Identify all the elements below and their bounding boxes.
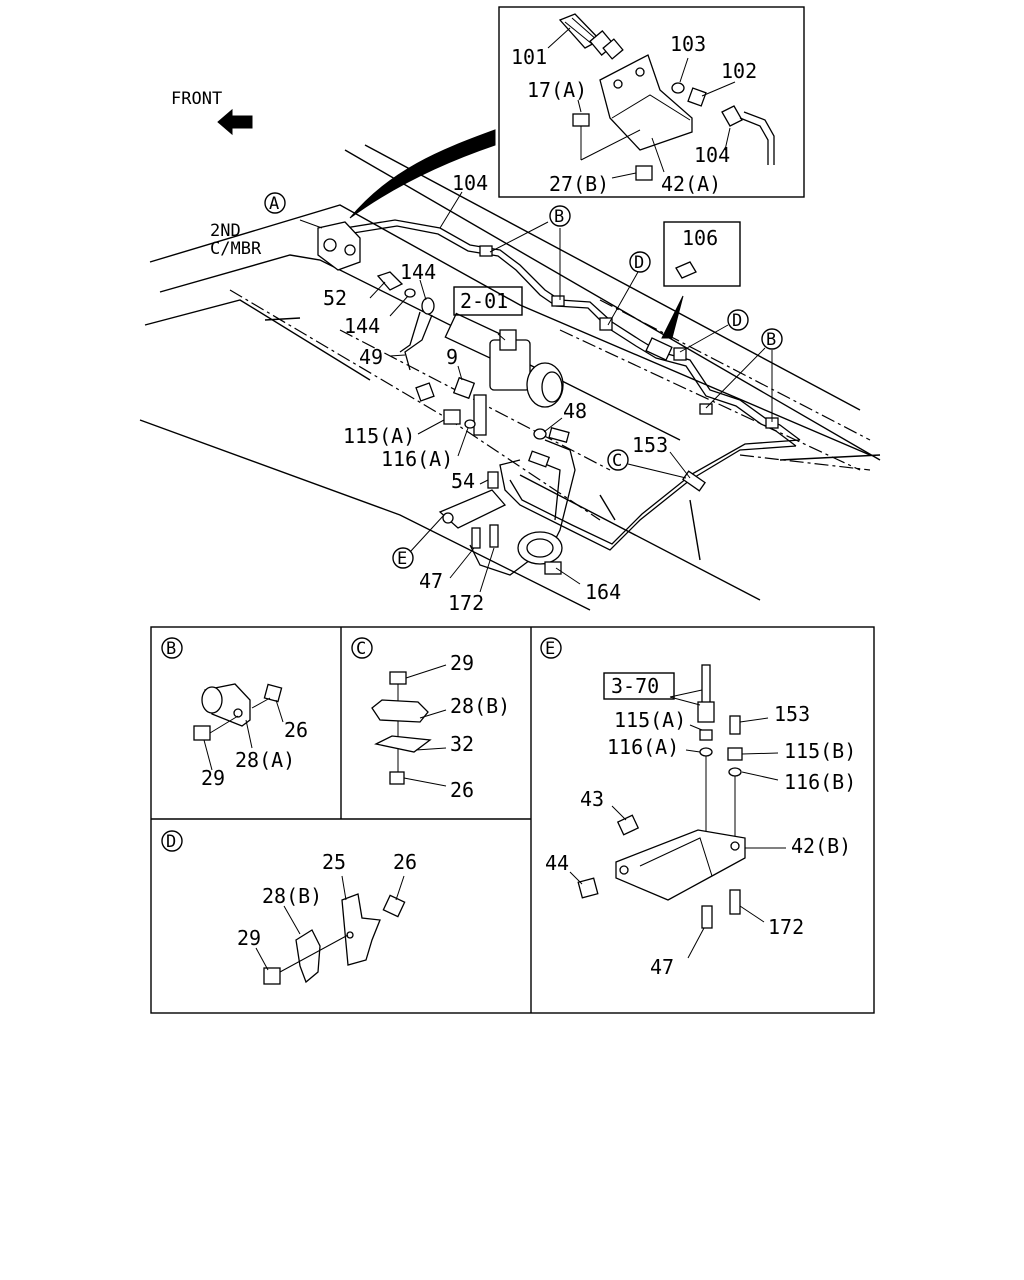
label-153: 153	[632, 433, 668, 457]
label-9: 9	[446, 345, 458, 369]
callout-b-2: B	[766, 330, 776, 350]
panel-d-label-26: 26	[393, 850, 417, 874]
leader-lines-main	[369, 191, 773, 593]
front-label: FRONT	[171, 89, 222, 109]
callout-circles	[161, 192, 783, 852]
ref-3-70-text: 3-70	[611, 674, 659, 698]
panel-e-label-47: 47	[650, 955, 674, 979]
detail-panels-frame	[150, 626, 875, 1014]
ref-2-01-text: 2-01	[460, 289, 508, 313]
callout-b-1: B	[554, 207, 564, 227]
leader-arrow	[349, 129, 496, 219]
label-164: 164	[585, 580, 621, 604]
panel-b-label-28a: 28(A)	[235, 748, 295, 772]
panel-b	[193, 683, 284, 771]
panel-b-label-26: 26	[284, 718, 308, 742]
panel-e-label-116a: 116(A)	[607, 735, 679, 759]
bracket-e	[438, 489, 507, 529]
label-102: 102	[721, 59, 757, 83]
panel-c-label-26: 26	[450, 778, 474, 802]
panel-c	[371, 664, 447, 787]
label-144-bottom: 144	[344, 314, 380, 338]
label-47: 47	[419, 569, 443, 593]
callout-d-2: D	[732, 311, 742, 331]
callout-c: C	[612, 451, 622, 471]
panel-b-tag: B	[166, 639, 176, 659]
label-115a: 115(A)	[343, 424, 415, 448]
label-17a: 17(A)	[527, 78, 587, 102]
panel-e-label-172: 172	[768, 915, 804, 939]
label-103: 103	[670, 32, 706, 56]
panel-d-tag: D	[166, 832, 176, 852]
ref-106-text: 106	[682, 226, 718, 250]
label-101: 101	[511, 45, 547, 69]
label-104-inset: 104	[694, 143, 730, 167]
label-104: 104	[452, 171, 488, 195]
panel-c-label-32: 32	[450, 732, 474, 756]
panel-e-tag: E	[545, 639, 555, 659]
panel-e-label-43: 43	[580, 787, 604, 811]
panel-d-label-28b: 28(B)	[262, 884, 322, 908]
bracket-a	[317, 221, 361, 271]
member-label-line1: 2ND	[210, 221, 241, 241]
panel-e-label-115b: 115(B)	[784, 739, 856, 763]
panel-e	[569, 664, 786, 959]
panel-e-label-42b: 42(B)	[791, 834, 851, 858]
bolt-52	[376, 271, 404, 291]
ref-box-3-70	[603, 672, 675, 700]
label-42a: 42(A)	[661, 172, 721, 196]
label-27b: 27(B)	[549, 172, 609, 196]
callout-d-1: D	[634, 253, 644, 273]
label-48: 48	[563, 399, 587, 423]
inset-a-detail	[498, 6, 805, 198]
panel-d-label-25: 25	[322, 850, 346, 874]
label-52: 52	[323, 286, 347, 310]
bracket-42a	[599, 54, 693, 151]
callout-a: A	[269, 194, 279, 214]
ref-box-106	[663, 221, 741, 287]
panel-c-label-28b: 28(B)	[450, 694, 510, 718]
label-54: 54	[451, 469, 475, 493]
callout-e: E	[397, 549, 407, 569]
panel-c-label-29: 29	[450, 651, 474, 675]
main-assembly	[299, 219, 779, 575]
panel-d	[255, 875, 406, 985]
label-172: 172	[448, 591, 484, 615]
bracket-42b	[615, 829, 746, 901]
panel-b-label-29: 29	[201, 766, 225, 790]
panel-e-label-44: 44	[545, 851, 569, 875]
panel-e-label-116b: 116(B)	[784, 770, 856, 794]
valve-assembly	[444, 312, 564, 408]
panel-e-label-115a: 115(A)	[614, 708, 686, 732]
panel-c-tag: C	[356, 639, 366, 659]
panel-d-label-29: 29	[237, 926, 261, 950]
panel-e-label-153: 153	[774, 702, 810, 726]
label-116a: 116(A)	[381, 447, 453, 471]
front-arrow-icon	[217, 108, 253, 136]
ref-box-2-01	[453, 286, 523, 316]
label-49: 49	[359, 345, 383, 369]
member-label-line2: C/MBR	[210, 239, 262, 259]
label-144-top: 144	[400, 260, 436, 284]
